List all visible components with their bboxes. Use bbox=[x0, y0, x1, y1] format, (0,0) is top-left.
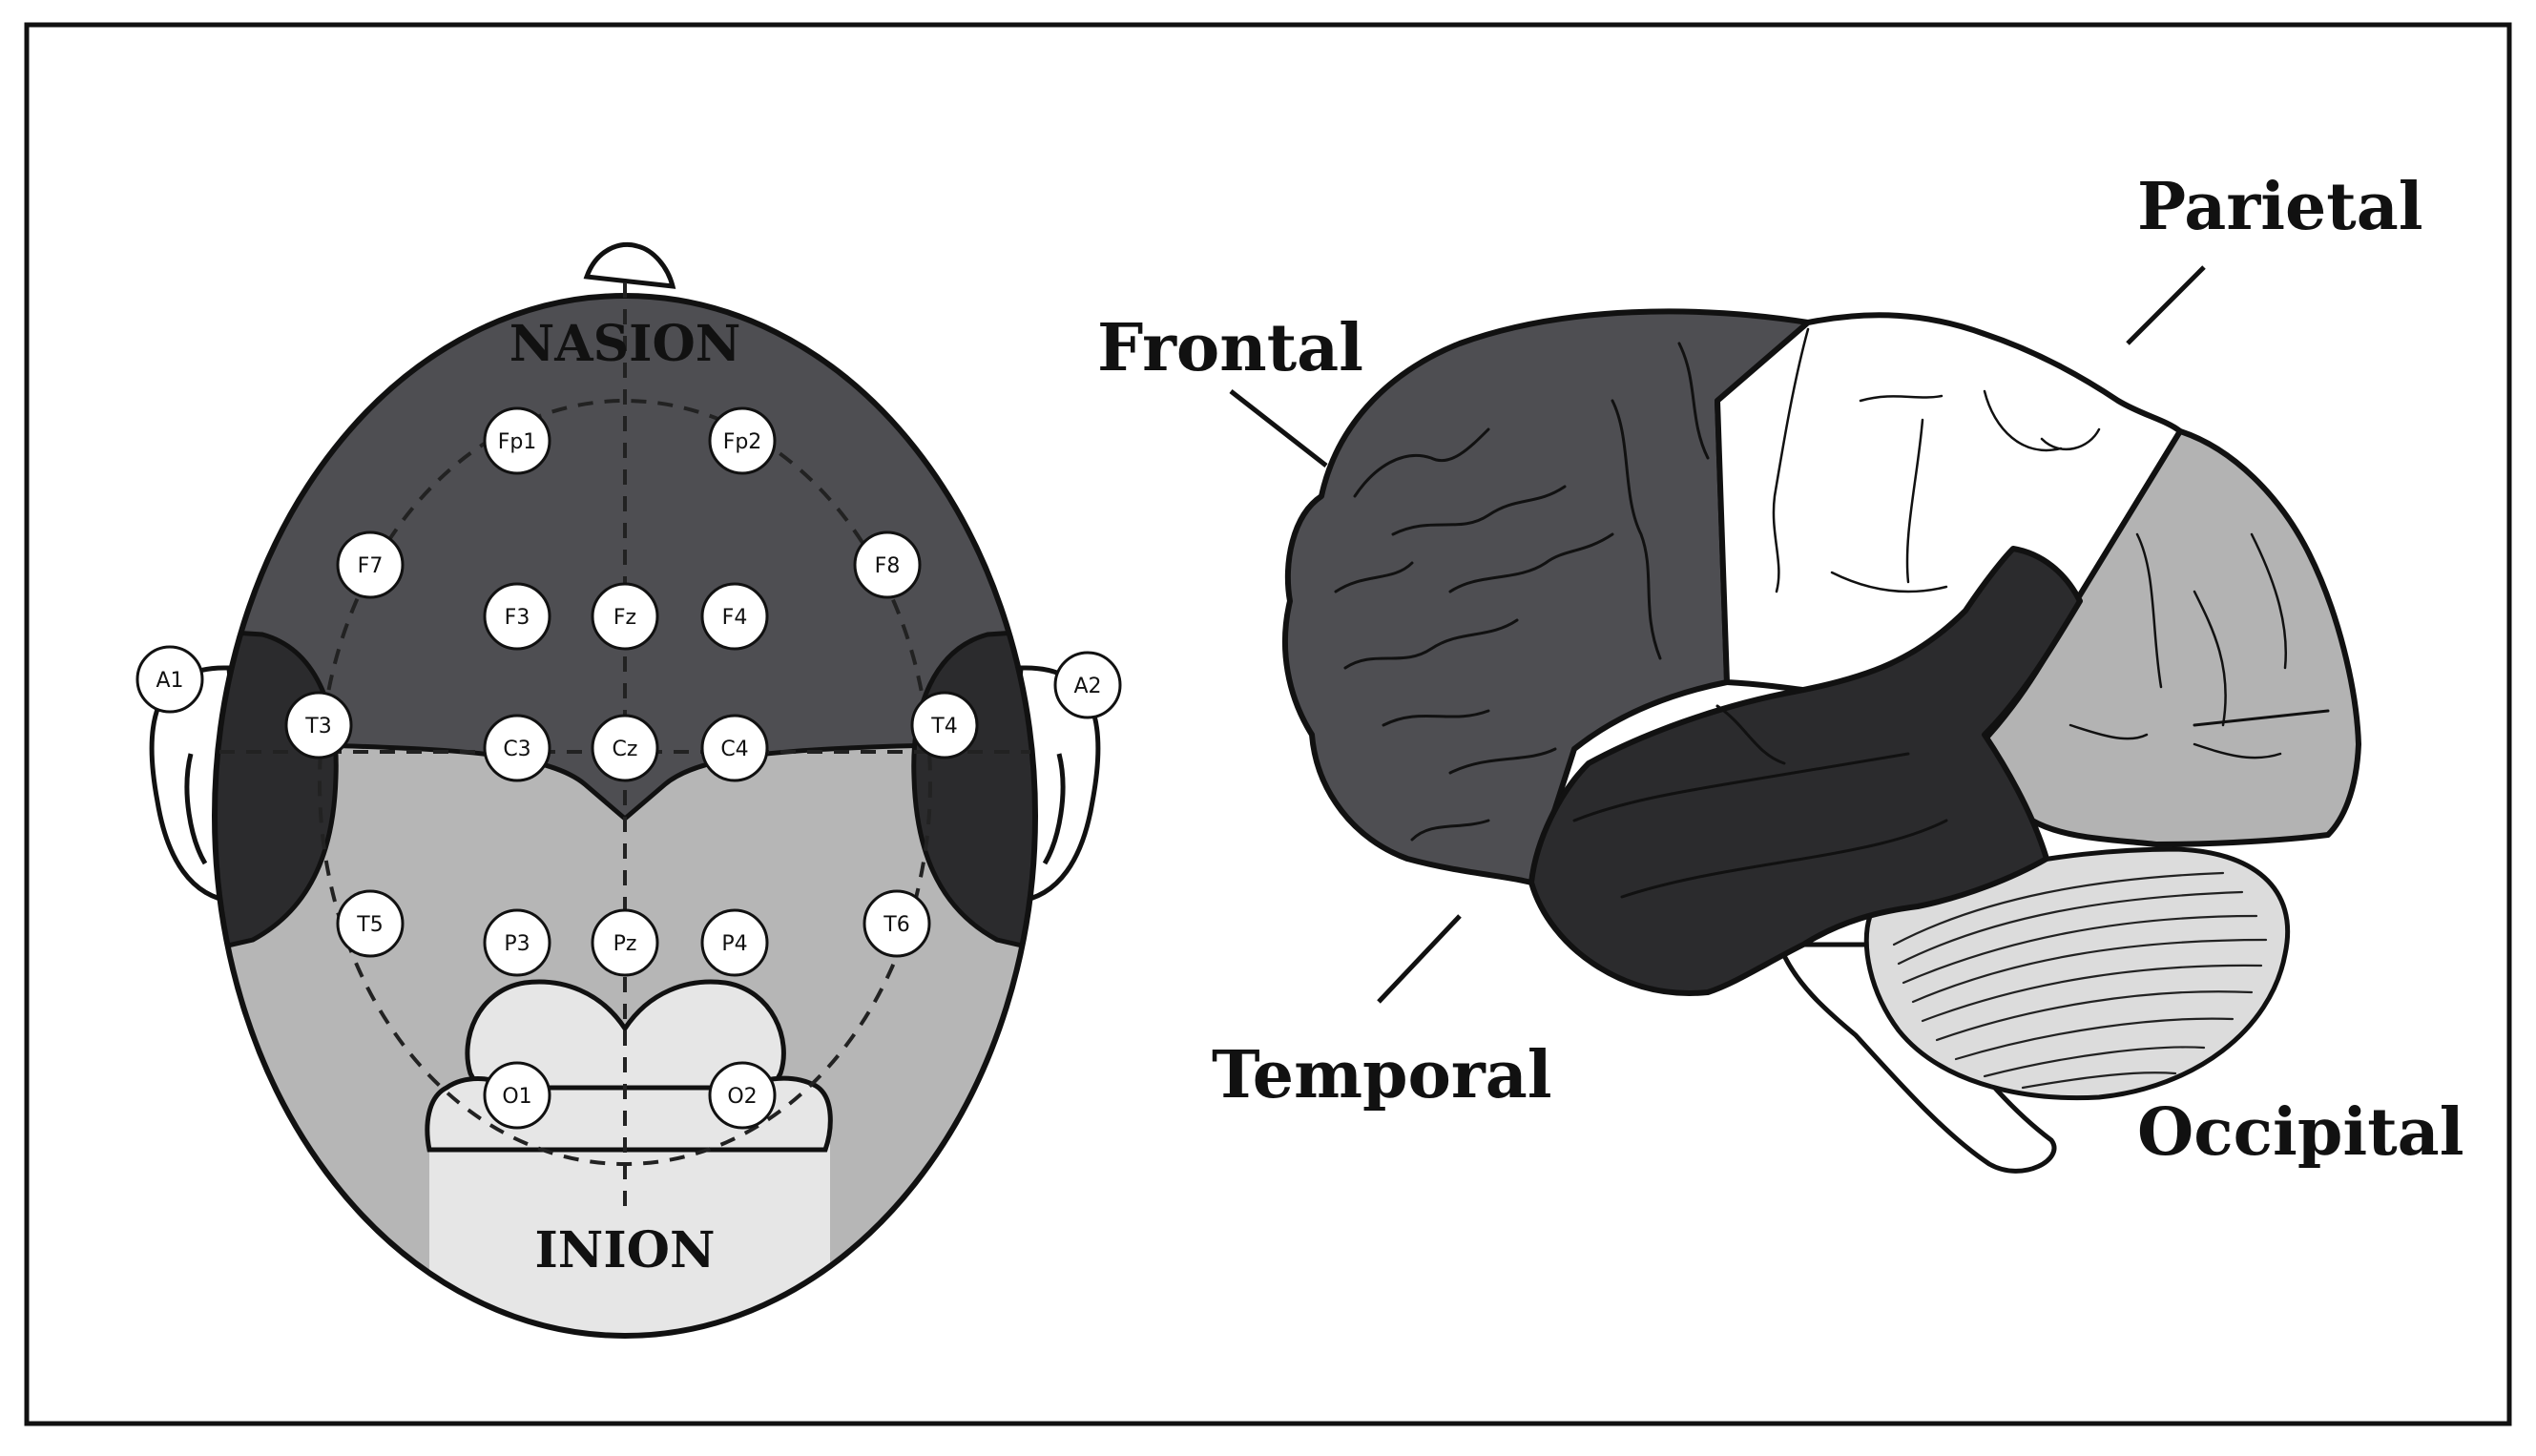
parietal-pointer bbox=[2126, 265, 2206, 345]
temporal-sulci bbox=[1572, 704, 1948, 899]
electrode-a1: A1 bbox=[135, 645, 204, 714]
electrode-fp2: Fp2 bbox=[708, 406, 777, 475]
electrode-marker bbox=[708, 406, 777, 475]
electrode-label: Fp1 bbox=[498, 430, 537, 454]
electrode-fz: Fz bbox=[591, 582, 659, 651]
electrode-marker bbox=[700, 582, 769, 651]
electrode-o1: O1 bbox=[483, 1061, 551, 1130]
electrode-marker bbox=[135, 645, 204, 714]
electrode-label: Fz bbox=[613, 606, 636, 630]
electrode-marker bbox=[591, 714, 659, 782]
electrode-marker bbox=[483, 406, 551, 475]
electrode-label: C4 bbox=[720, 738, 748, 761]
electrode-label: T4 bbox=[930, 715, 957, 738]
electrode-fp1: Fp1 bbox=[483, 406, 551, 475]
electrode-marker bbox=[336, 889, 405, 958]
electrode-label: P3 bbox=[504, 932, 530, 956]
electrode-a2: A2 bbox=[1053, 651, 1122, 719]
electrode-marker bbox=[1053, 651, 1122, 719]
electrode-marker bbox=[863, 889, 931, 958]
frontal-sulci bbox=[1334, 342, 1710, 842]
electrode-marker bbox=[591, 582, 659, 651]
electrode-c3: C3 bbox=[483, 714, 551, 782]
occipital-fissure bbox=[2193, 709, 2330, 727]
electrode-label: F3 bbox=[505, 606, 530, 630]
electrode-pz: Pz bbox=[591, 908, 659, 977]
electrode-f4: F4 bbox=[700, 582, 769, 651]
occipital-label: Occipital bbox=[2137, 1094, 2464, 1171]
electrode-marker bbox=[853, 530, 922, 599]
electrode-label: O2 bbox=[727, 1085, 757, 1109]
electrode-o2: O2 bbox=[708, 1061, 777, 1130]
electrode-label: A2 bbox=[1073, 675, 1101, 698]
electrode-label: Cz bbox=[613, 738, 638, 761]
electrode-label: F7 bbox=[358, 554, 384, 578]
electrode-t5: T5 bbox=[336, 889, 405, 958]
parietal-label: Parietal bbox=[2137, 169, 2423, 245]
frontal-label: Frontal bbox=[1097, 310, 1363, 386]
electrode-label: Fp2 bbox=[723, 430, 762, 454]
electrode-label: C3 bbox=[503, 738, 530, 761]
electrode-c4: C4 bbox=[700, 714, 769, 782]
electrode-marker bbox=[700, 714, 769, 782]
electrode-label: T3 bbox=[304, 715, 331, 738]
electrode-marker bbox=[483, 582, 551, 651]
electrode-marker bbox=[708, 1061, 777, 1130]
electrode-marker bbox=[284, 691, 353, 759]
electrode-label: T5 bbox=[356, 913, 383, 937]
electrode-t4: T4 bbox=[910, 691, 979, 759]
electrode-marker bbox=[336, 530, 405, 599]
electrode-t6: T6 bbox=[863, 889, 931, 958]
frontal-pointer bbox=[1229, 389, 1328, 468]
electrode-label: P4 bbox=[721, 932, 747, 956]
electrode-f8: F8 bbox=[853, 530, 922, 599]
electrode-t3: T3 bbox=[284, 691, 353, 759]
brain-diagram: Frontal Parietal Temporal Occipital bbox=[1097, 169, 2464, 1174]
electrode-marker bbox=[483, 714, 551, 782]
electrode-p3: P3 bbox=[483, 908, 551, 977]
cerebellum-folia bbox=[1892, 871, 2268, 1090]
parietal-sulci bbox=[1772, 327, 2101, 593]
electrode-label: Pz bbox=[613, 932, 637, 956]
electrode-marker bbox=[483, 1061, 551, 1130]
electrode-marker bbox=[591, 908, 659, 977]
electrode-marker bbox=[910, 691, 979, 759]
electrode-label: A1 bbox=[156, 669, 183, 693]
occipital-lower-region bbox=[429, 1116, 830, 1336]
temporal-label: Temporal bbox=[1212, 1037, 1552, 1113]
electrode-label: F8 bbox=[875, 554, 901, 578]
electrode-f7: F7 bbox=[336, 530, 405, 599]
electrode-label: F4 bbox=[722, 606, 748, 630]
electrode-f3: F3 bbox=[483, 582, 551, 651]
electrode-marker bbox=[483, 908, 551, 977]
nose bbox=[583, 241, 676, 289]
electrode-label: O1 bbox=[502, 1085, 531, 1109]
electrode-marker bbox=[700, 908, 769, 977]
electrode-cz: Cz bbox=[591, 714, 659, 782]
electrode-p4: P4 bbox=[700, 908, 769, 977]
nasion-label: NASION bbox=[509, 315, 741, 373]
occipital-sulci bbox=[2068, 532, 2287, 759]
inion-label: INION bbox=[534, 1221, 715, 1279]
electrode-label: T6 bbox=[883, 913, 909, 937]
temporal-pointer bbox=[1377, 914, 1462, 1004]
